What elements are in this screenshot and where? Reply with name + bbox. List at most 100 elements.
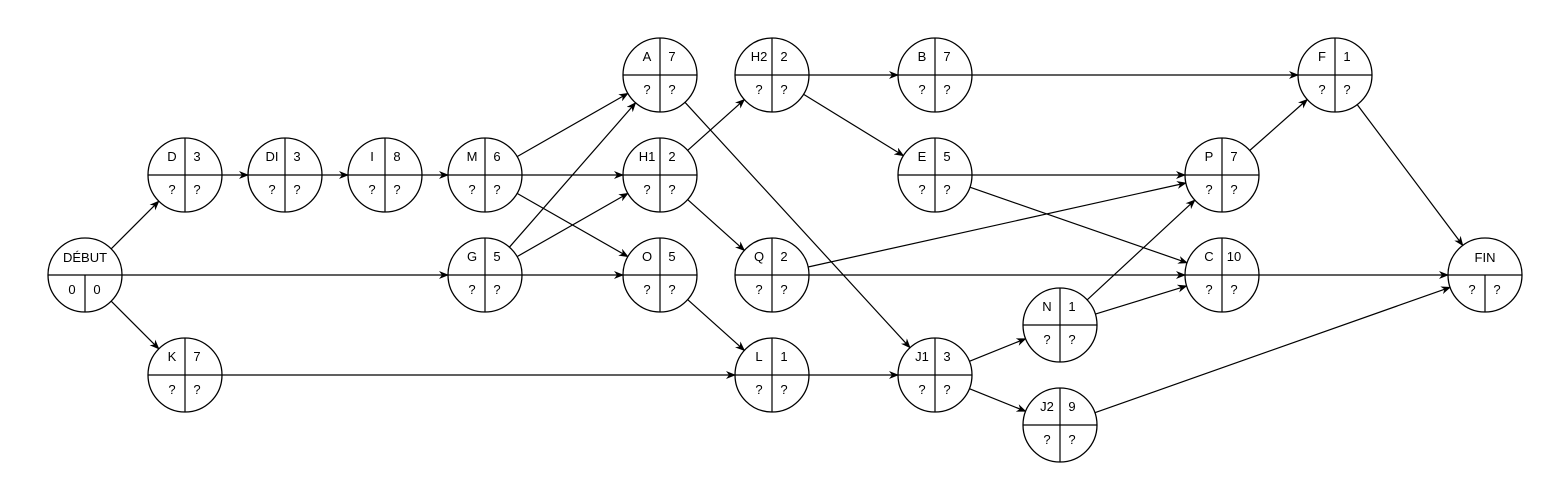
node-name: DI (266, 149, 279, 164)
node-value-left: 0 (68, 282, 75, 297)
node-name: DÉBUT (63, 250, 107, 265)
node-name: I (370, 149, 374, 164)
node-value-right: ? (943, 382, 950, 397)
node-duration: 7 (943, 49, 950, 64)
edges-layer (110, 71, 1464, 414)
node-duration: 10 (1227, 249, 1241, 264)
node-debut: DÉBUT 0 0 (47, 237, 123, 313)
node-value-left: ? (168, 182, 175, 197)
edge-h1-to-q (687, 199, 746, 252)
node-duration: 7 (668, 49, 675, 64)
node-name: K (168, 349, 177, 364)
edge-g-to-a (508, 102, 637, 248)
node-name: P (1205, 149, 1214, 164)
node-value-right: ? (1493, 282, 1500, 297)
node-value-right: ? (668, 182, 675, 197)
edge-f-to-fin (1356, 104, 1464, 247)
edge-h1-to-h2 (687, 98, 746, 151)
node-duration: 7 (1230, 149, 1237, 164)
node-value-left: ? (268, 182, 275, 197)
node-name: A (643, 49, 652, 64)
edge-j1-to-j2 (969, 388, 1027, 412)
node-name: H2 (751, 49, 768, 64)
edge-j1-to-n (969, 338, 1027, 362)
node-value-right: 0 (93, 282, 100, 297)
node-name: C (1204, 249, 1213, 264)
node-value-right: ? (780, 282, 787, 297)
node-name: M (467, 149, 478, 164)
node-value-right: ? (1068, 432, 1075, 447)
node-a: A 7?? (622, 37, 698, 113)
node-h1: H1 2?? (622, 137, 698, 213)
node-di: DI 3?? (247, 137, 323, 213)
node-name: N (1042, 299, 1051, 314)
node-duration: 1 (1068, 299, 1075, 314)
node-value-right: ? (393, 182, 400, 197)
node-value-left: ? (1043, 432, 1050, 447)
node-value-right: ? (193, 382, 200, 397)
edge-debut-to-d (110, 200, 160, 250)
node-value-left: ? (468, 182, 475, 197)
node-duration: 2 (780, 49, 787, 64)
node-duration: 5 (668, 249, 675, 264)
node-value-left: ? (755, 382, 762, 397)
edge-h2-to-e (803, 93, 905, 157)
edge-n-to-c (1095, 284, 1188, 315)
node-duration: 2 (780, 249, 787, 264)
node-name: Q (754, 249, 764, 264)
node-duration: 3 (193, 149, 200, 164)
node-duration: 9 (1068, 399, 1075, 414)
node-fin: FIN?? (1447, 237, 1523, 313)
node-name: D (167, 149, 176, 164)
node-value-left: ? (643, 182, 650, 197)
node-name: O (642, 249, 652, 264)
edge-e-to-c (969, 186, 1189, 264)
node-value-left: ? (168, 382, 175, 397)
node-value-left: ? (918, 382, 925, 397)
node-name: J1 (915, 349, 929, 364)
node-name: H1 (639, 149, 656, 164)
node-value-left: ? (643, 282, 650, 297)
edge-q-to-p (807, 181, 1187, 268)
node-value-left: ? (918, 182, 925, 197)
node-value-right: ? (1343, 82, 1350, 97)
node-duration: 5 (493, 249, 500, 264)
edge-debut-to-k (110, 300, 160, 350)
node-duration: 3 (943, 349, 950, 364)
edge-a-to-j1 (684, 101, 911, 349)
node-name: FIN (1475, 250, 1496, 265)
node-value-right: ? (293, 182, 300, 197)
node-name: B (918, 49, 927, 64)
node-duration: 5 (943, 149, 950, 164)
edge-g-to-h1 (516, 192, 629, 258)
node-name: G (467, 249, 477, 264)
node-value-left: ? (368, 182, 375, 197)
node-value-right: ? (493, 182, 500, 197)
node-value-right: ? (943, 82, 950, 97)
node-name: J2 (1040, 399, 1054, 414)
node-duration: 3 (293, 149, 300, 164)
edge-o-to-l (687, 299, 746, 352)
node-duration: 2 (668, 149, 675, 164)
node-value-left: ? (643, 82, 650, 97)
node-value-left: ? (755, 82, 762, 97)
edge-p-to-f (1249, 98, 1309, 151)
edge-m-to-a (516, 92, 629, 158)
node-duration: 6 (493, 149, 500, 164)
edge-n-to-p (1086, 199, 1196, 301)
node-value-right: ? (1068, 332, 1075, 347)
node-value-left: ? (1318, 82, 1325, 97)
node-value-right: ? (668, 82, 675, 97)
